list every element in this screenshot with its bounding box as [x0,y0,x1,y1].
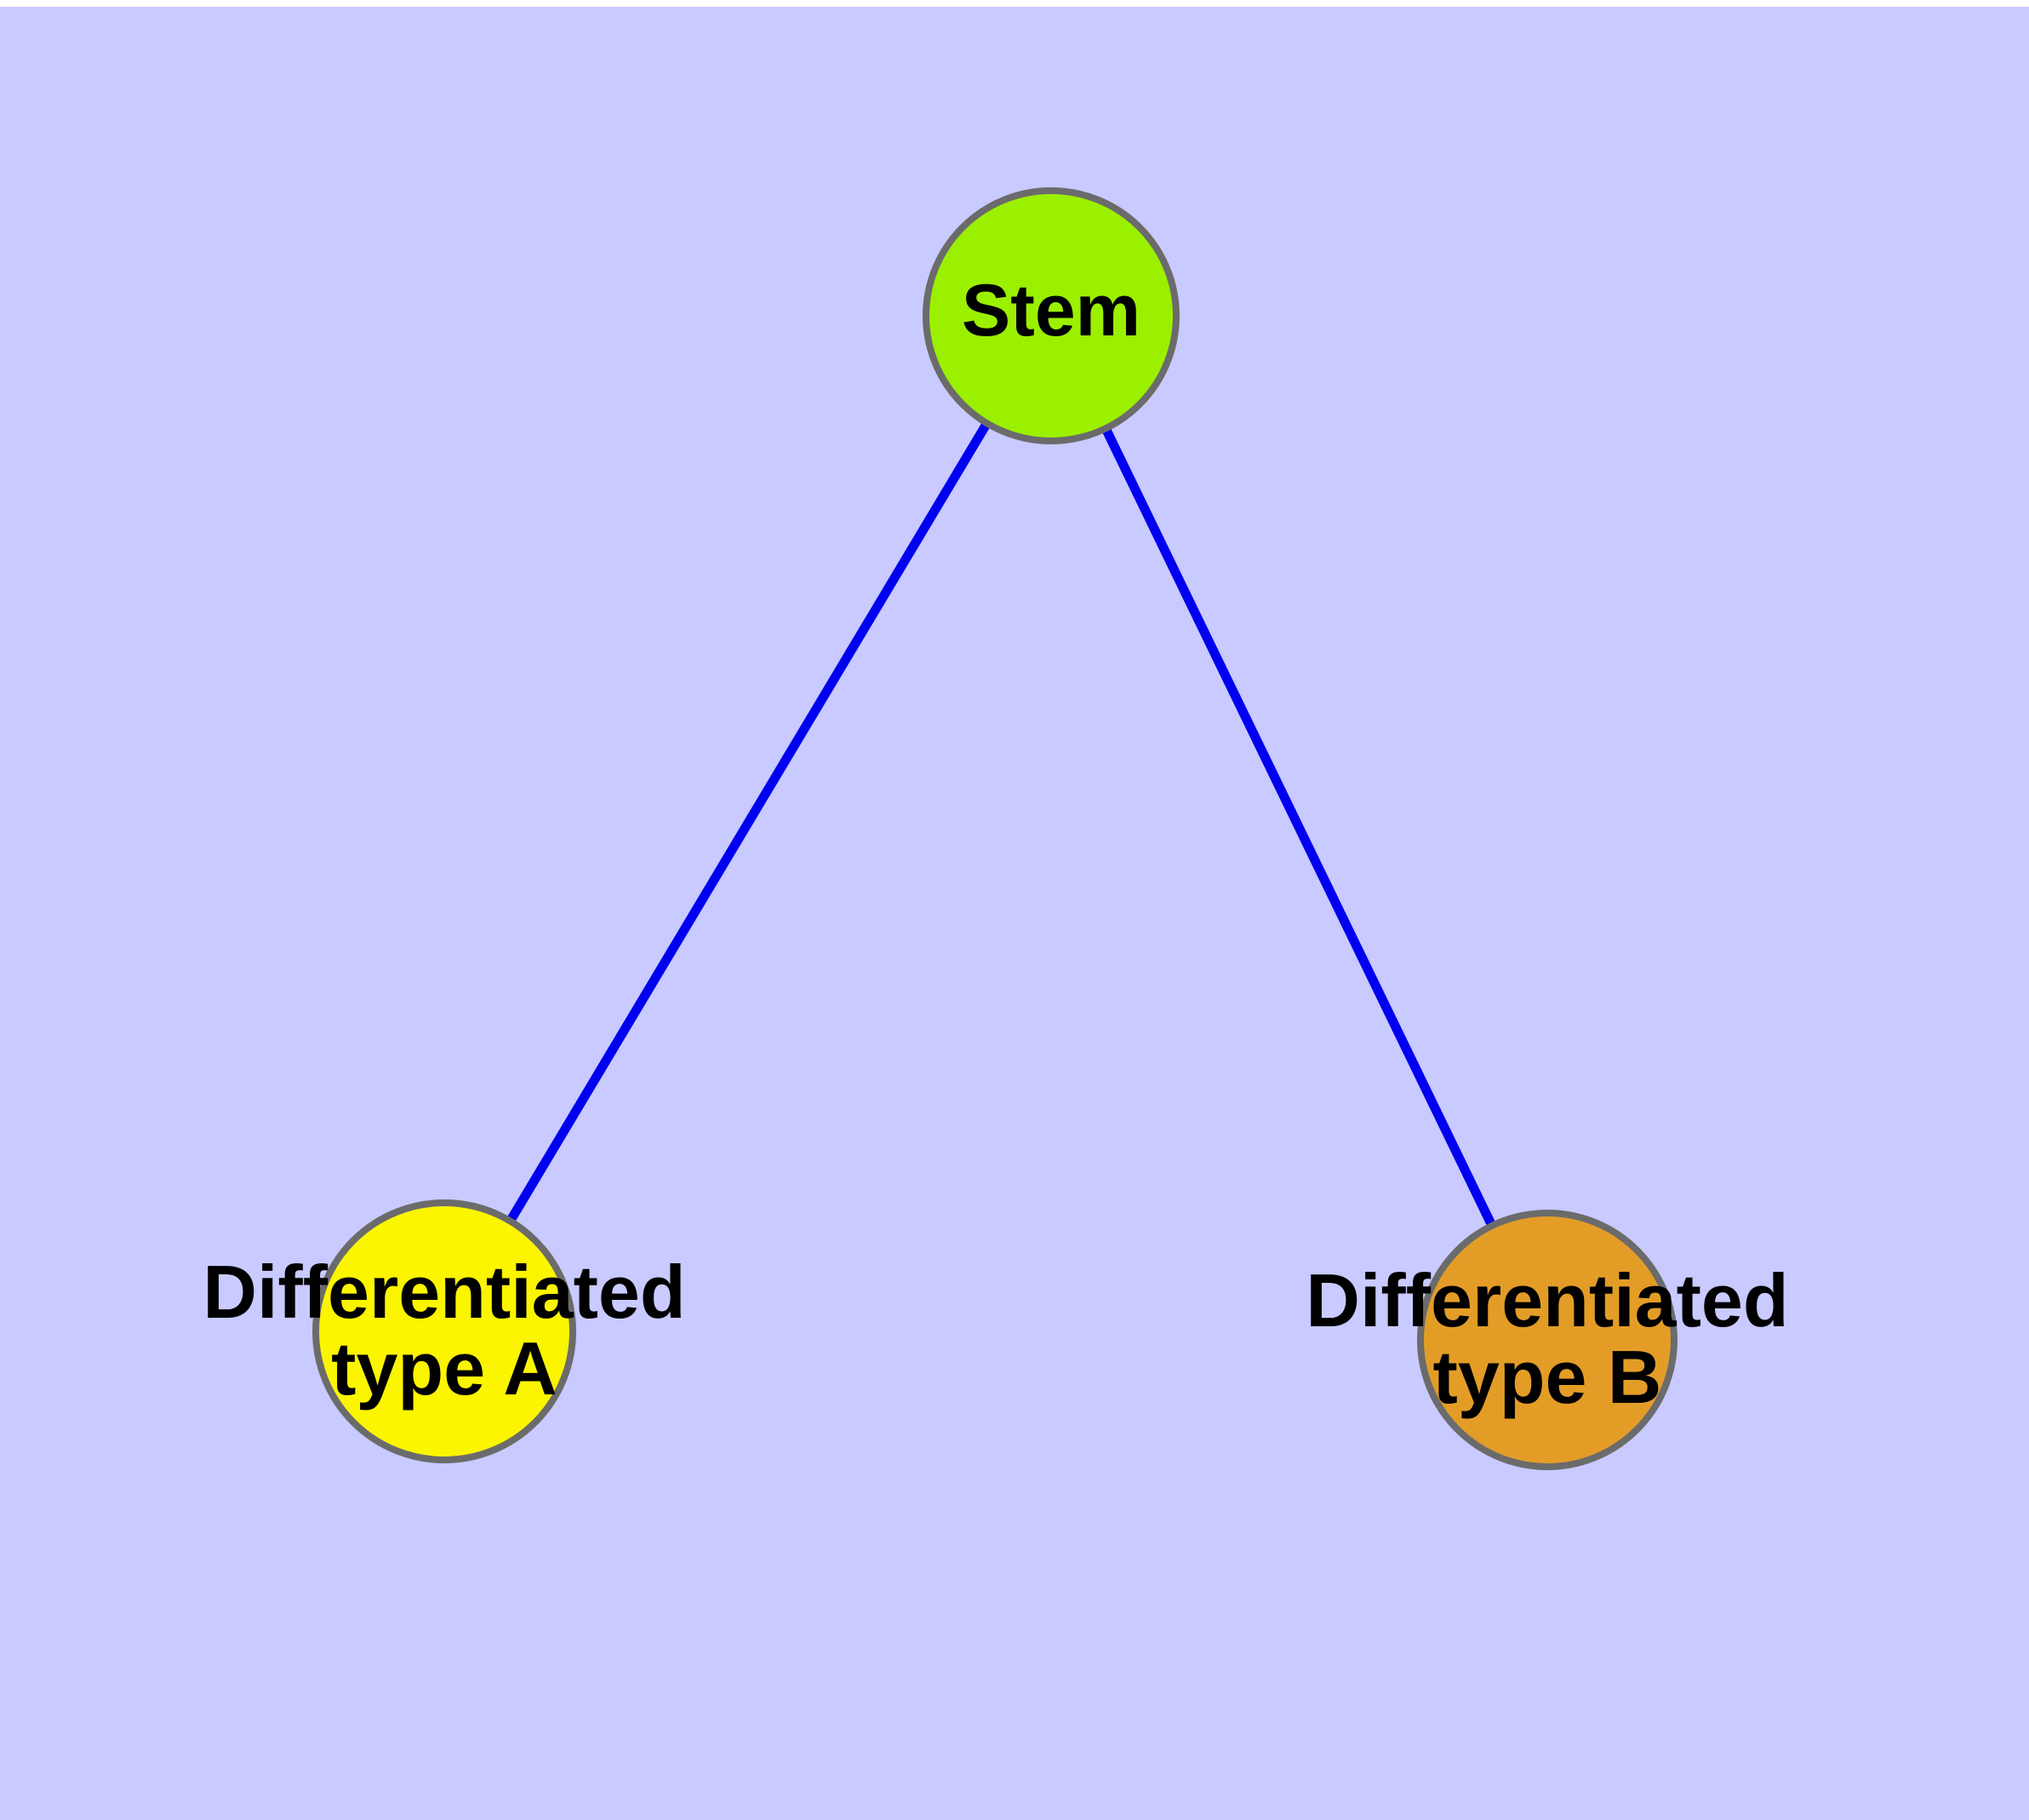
edge-layer [440,313,1552,1342]
node-stem[interactable] [923,187,1180,444]
node-differentiated-type-a[interactable] [312,1199,576,1463]
edge-stem-to-differentiated-type-b[interactable] [1047,313,1552,1342]
edge-stem-to-differentiated-type-a[interactable] [440,313,1055,1334]
node-differentiated-type-b[interactable] [1417,1210,1677,1470]
node-layer [312,187,1677,1470]
